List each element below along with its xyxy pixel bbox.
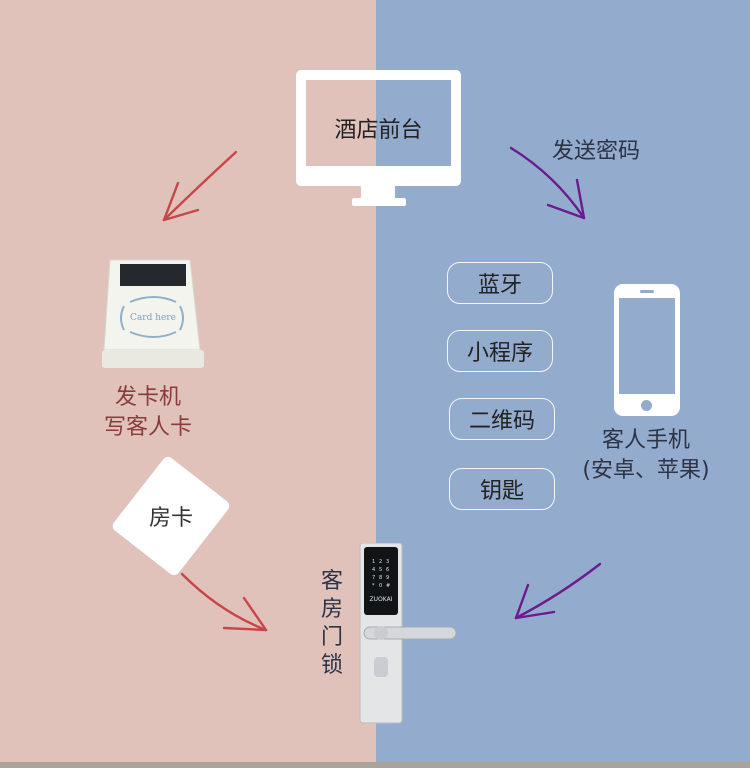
front-desk-label: 酒店前台 xyxy=(334,118,423,143)
svg-text:8: 8 xyxy=(379,575,382,581)
card-machine-line2: 写客人卡 xyxy=(103,415,192,440)
svg-text:6: 6 xyxy=(386,567,389,573)
door-lock-label: 客 房 门 锁 xyxy=(318,568,346,680)
svg-text:2: 2 xyxy=(379,559,382,565)
svg-text:9: 9 xyxy=(386,575,389,581)
arrow-desk-to-reader xyxy=(162,150,238,222)
guest-phone-line2: (安卓、苹果) xyxy=(582,458,710,483)
card-machine-label: 发卡机 写客人卡 xyxy=(88,383,208,443)
svg-text:0: 0 xyxy=(379,583,382,589)
monitor-icon xyxy=(296,70,461,186)
arrow-phone-to-lock xyxy=(514,562,602,620)
arrow-desk-to-phone xyxy=(509,146,586,220)
card-machine-line1: 发卡机 xyxy=(114,385,181,410)
card-here-text: Card here xyxy=(130,313,176,323)
purple-arrows xyxy=(509,146,602,620)
svg-text:*: * xyxy=(372,583,375,589)
lock-brand: ZUOKAI xyxy=(370,596,393,603)
room-card-label: 房卡 xyxy=(148,506,193,531)
lock-char-2: 房 xyxy=(320,597,343,622)
red-arrows xyxy=(162,150,268,632)
monitor-base xyxy=(352,198,406,206)
guest-phone-label: 客人手机 (安卓、苹果) xyxy=(570,426,722,486)
svg-text:3: 3 xyxy=(386,559,389,565)
svg-text:4: 4 xyxy=(372,567,375,573)
lock-char-4: 锁 xyxy=(320,653,343,678)
guest-phone-line1: 客人手机 xyxy=(601,428,690,453)
lock-char-3: 门 xyxy=(320,625,343,650)
svg-text:#: # xyxy=(386,583,390,589)
svg-text:5: 5 xyxy=(379,567,382,573)
method-bluetooth: 蓝牙 xyxy=(447,262,553,304)
method-mini-program: 小程序 xyxy=(447,330,553,372)
method-key: 钥匙 xyxy=(449,468,555,510)
lock-char-1: 客 xyxy=(320,569,343,594)
monitor-screen xyxy=(306,80,451,166)
arrow-card-to-lock xyxy=(180,572,268,632)
svg-text:7: 7 xyxy=(372,575,375,581)
method-qr-code: 二维码 xyxy=(449,398,555,440)
send-password-label: 发送密码 xyxy=(552,139,641,164)
phone-icon xyxy=(614,284,680,416)
svg-text:1: 1 xyxy=(372,559,375,565)
card-reader-icon: Card here xyxy=(102,259,204,368)
bottom-strip xyxy=(0,762,750,768)
monitor-stand xyxy=(361,186,395,200)
